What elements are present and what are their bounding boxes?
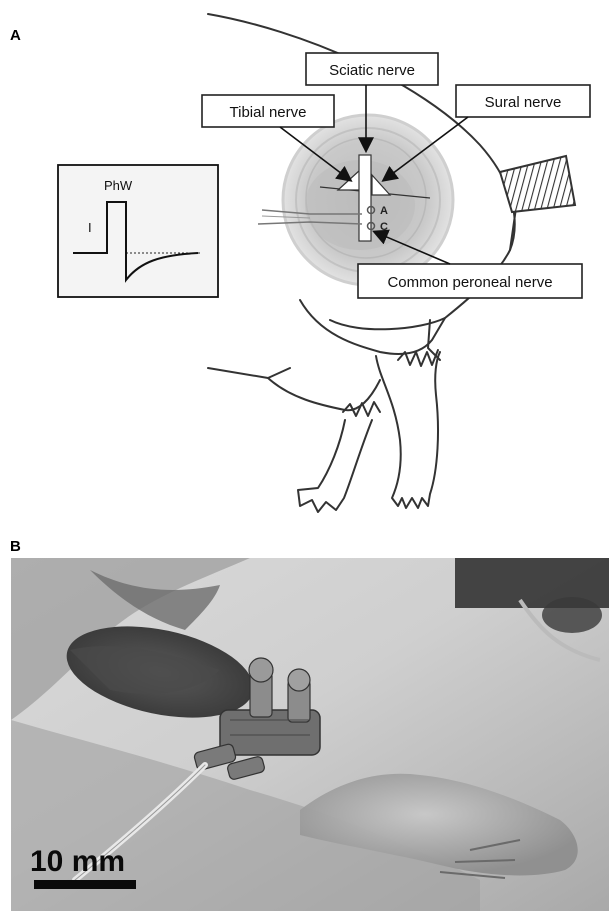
- panel-b: B: [10, 538, 609, 911]
- panel-a-letter: A: [10, 27, 21, 44]
- biphasic-pulse-icon: PhW I: [58, 165, 218, 297]
- label-tibial-nerve: Tibial nerve: [202, 95, 334, 127]
- label-sural-nerve: Sural nerve: [456, 85, 590, 117]
- svg-text:Sural nerve: Sural nerve: [485, 94, 562, 111]
- cathode-label: C: [380, 221, 388, 233]
- svg-text:Sciatic nerve: Sciatic nerve: [329, 62, 415, 79]
- phase-width-label: PhW: [104, 178, 133, 193]
- label-sciatic-nerve: Sciatic nerve: [306, 53, 438, 85]
- surgical-field: A C: [258, 115, 453, 285]
- scale-bar: 10 mm: [30, 845, 136, 889]
- photograph-icon: 10 mm: [11, 558, 609, 911]
- anode-label: A: [380, 205, 388, 217]
- panel-a: A: [10, 14, 590, 512]
- panel-b-letter: B: [10, 538, 21, 555]
- scale-bar-line: [34, 880, 136, 889]
- scale-bar-label: 10 mm: [30, 845, 125, 878]
- svg-text:Tibial nerve: Tibial nerve: [230, 104, 307, 121]
- label-common-peroneal-nerve: Common peroneal nerve: [358, 264, 582, 298]
- current-label: I: [88, 220, 92, 235]
- svg-text:Common peroneal nerve: Common peroneal nerve: [387, 274, 552, 291]
